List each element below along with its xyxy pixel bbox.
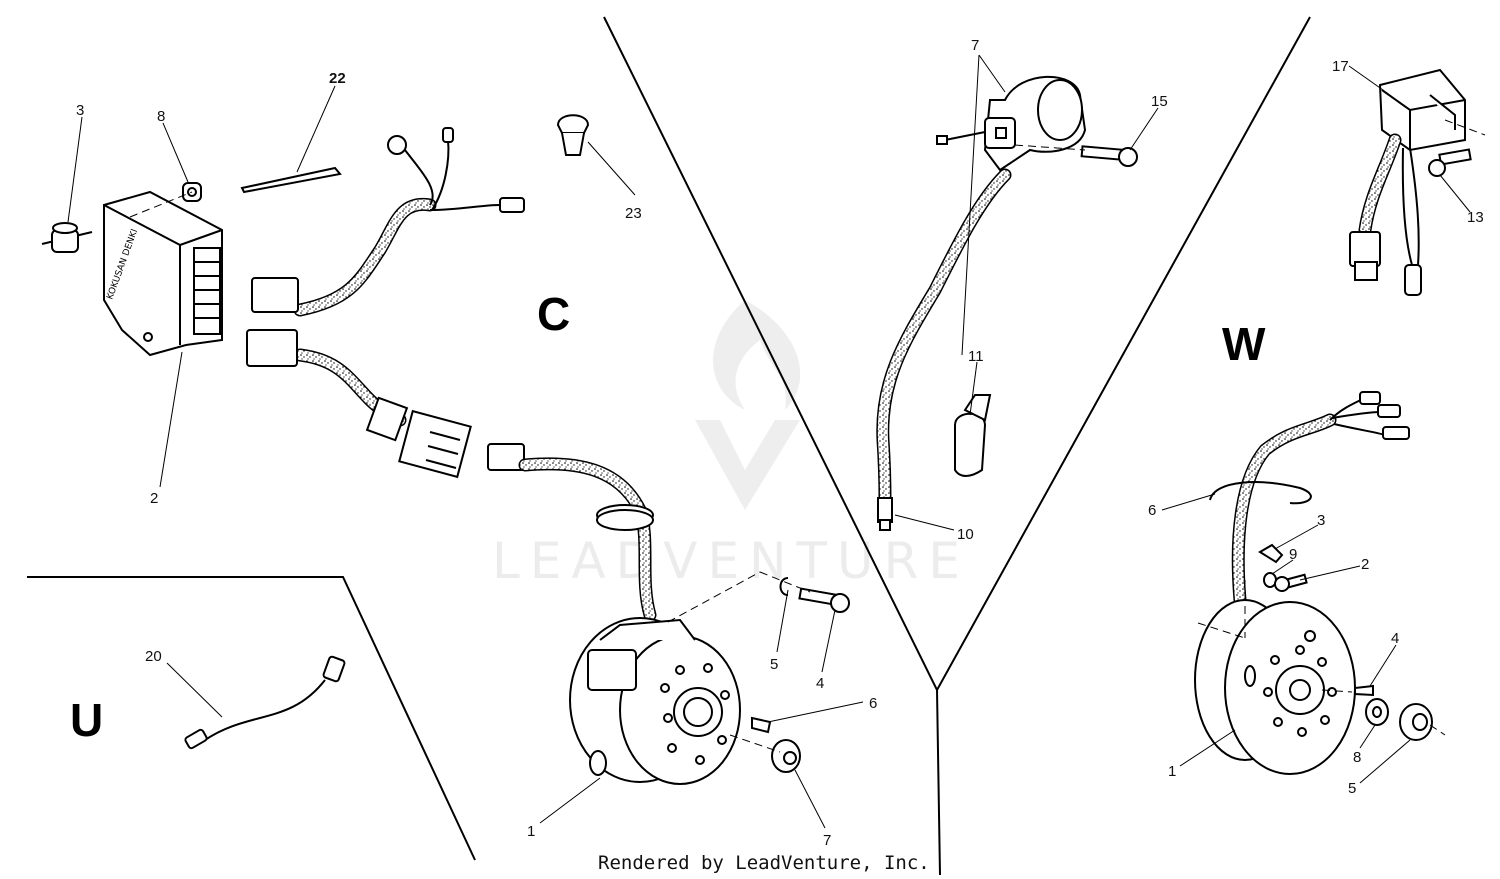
leader-lines: [67, 54, 1471, 829]
callout-m-11: 11: [968, 348, 984, 365]
callout-w-9: 9: [1289, 546, 1297, 563]
part-23-cap: [556, 114, 590, 156]
callout-w-8: 8: [1353, 749, 1361, 766]
part-22-cable-tie: [240, 166, 342, 194]
callout-c-3: 3: [76, 102, 84, 119]
part-3-clip: [1258, 543, 1284, 564]
part-20-lead-wire: [184, 655, 346, 750]
part-6-clamp-band: [1209, 481, 1312, 505]
ignition-coil-parts: [876, 75, 1138, 531]
callout-w-3: 3: [1317, 512, 1325, 529]
callout-w-6: 6: [1148, 502, 1156, 519]
flywheel-harness: [1231, 391, 1410, 607]
callout-c-6: 6: [869, 695, 877, 712]
section-label-c: C: [537, 288, 570, 340]
callout-c-5: 5: [770, 656, 778, 673]
part-17-cdi-leads: [1349, 133, 1422, 296]
divider-center: [936, 689, 941, 876]
divider-u-box: [27, 576, 476, 861]
part-2-cdi-unit: KOKUSAN DENKI: [103, 190, 223, 357]
part-4-screw: [798, 587, 850, 613]
part-3-bushing: [41, 222, 93, 253]
part-4-key: [1354, 684, 1374, 697]
callout-c-22: 22: [329, 70, 346, 87]
part-15-bolt: [1080, 145, 1138, 167]
callout-m-15: 15: [1151, 93, 1168, 110]
stator-cable: [487, 443, 657, 622]
callout-w-4: 4: [1391, 630, 1399, 647]
watermark-text: LEADVENTURE: [492, 532, 970, 590]
part-1-flywheel: [1194, 599, 1356, 775]
callout-w-1: 1: [1168, 763, 1176, 780]
callout-c-23: 23: [625, 205, 642, 222]
section-u-parts: [184, 655, 346, 750]
callout-w-5: 5: [1348, 780, 1356, 797]
callout-c-2: 2: [150, 490, 158, 507]
section-c-parts: KOKUSAN DENKI: [41, 114, 850, 785]
callout-c-8: 8: [157, 108, 165, 125]
part-17-cdi-module: [1378, 68, 1486, 152]
part-2-screw: [1274, 573, 1308, 592]
part-8-washer: [1365, 698, 1389, 726]
callout-m-7: 7: [971, 37, 979, 54]
high-tension-lead: [876, 168, 1012, 507]
wiring-harness: [246, 127, 525, 479]
part-5-nut: [1399, 703, 1433, 741]
callout-w-17: 17: [1332, 58, 1349, 75]
callout-c-7: 7: [823, 832, 831, 849]
section-label-u: U: [70, 694, 103, 746]
part-5-washer: [779, 577, 789, 596]
callout-c-4: 4: [816, 675, 824, 692]
flame-logo-icon: [695, 300, 801, 510]
callout-c-1: 1: [527, 823, 535, 840]
part-11-plug-cap: [954, 394, 992, 477]
section-label-w: W: [1222, 318, 1266, 370]
callout-w-2: 2: [1361, 556, 1369, 573]
section-w-parts: [1194, 68, 1486, 775]
callout-u-20: 20: [145, 648, 162, 665]
callout-m-10: 10: [957, 526, 974, 543]
callout-w-13: 13: [1467, 209, 1484, 226]
section-dividers: [27, 16, 1311, 876]
callouts: 3 8 22 23 2 5 4 6 1 7 7 15 11 10 17 13 6…: [76, 37, 1484, 849]
footer-credit: Rendered by LeadVenture, Inc.: [598, 852, 930, 874]
part-10-spark-plug: [877, 497, 893, 531]
part-6-key: [751, 716, 772, 734]
part-7-nut: [771, 739, 801, 773]
part-13-bolt: [1428, 148, 1472, 177]
part-1-stator: [569, 617, 741, 785]
part-7-ignition-coil: [936, 75, 1087, 172]
